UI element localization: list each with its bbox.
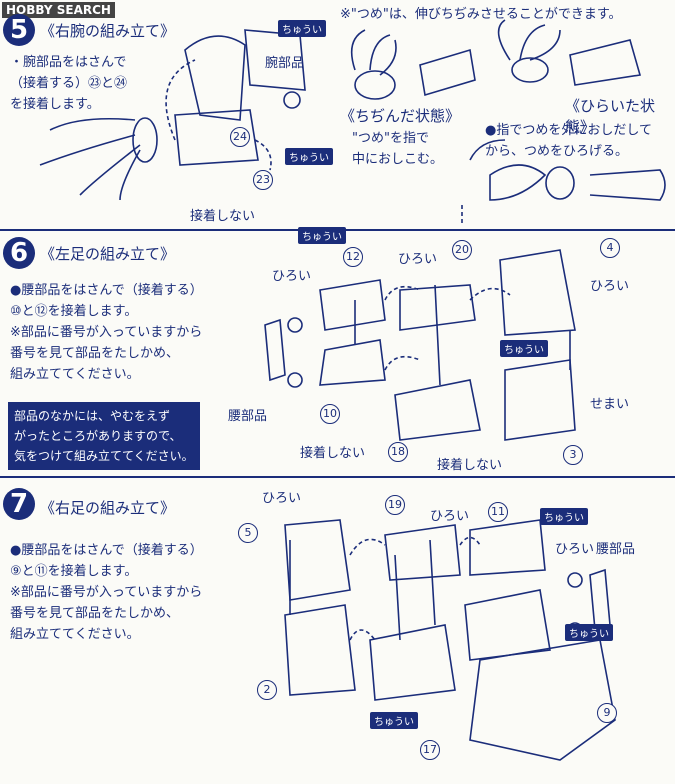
part-number-12: 12: [343, 247, 363, 267]
step6-instruction-line: ⑩と⑫を接着します。: [10, 304, 138, 319]
caution-tag: ちゅうい: [370, 712, 418, 729]
caution-line: がったところがありますので、: [14, 429, 182, 443]
caution-tag: ちゅうい: [500, 340, 548, 357]
step5-title: 《右腕の組み立て》: [40, 22, 176, 40]
wide-label: ひろい: [262, 491, 302, 506]
step6-title: 《左足の組み立て》: [40, 245, 176, 263]
step7-instructions: ●腰部品をはさんで（接着する） ⑨と⑪を接着します。 ※部品に番号が入っています…: [10, 540, 203, 645]
step6-instruction-line: ●腰部品をはさんで（接着する）: [10, 283, 203, 298]
step7-number: 7: [3, 488, 35, 520]
part-number-17: 17: [420, 740, 440, 760]
narrow-label: せまい: [590, 397, 630, 412]
caution-tag: ちゅうい: [565, 624, 613, 641]
step5-instruction-line: を接着します。: [10, 97, 100, 112]
watermark-badge: HOBBY SEARCH: [2, 2, 115, 18]
step5-instruction-line: ・腕部品をはさんで: [10, 55, 127, 70]
open-line: ●指でつめを外におしだして: [485, 123, 652, 138]
caution-line: 気をつけて組み立ててください。: [14, 449, 194, 463]
shrunk-line: "つめ"を指で: [352, 131, 429, 146]
step5-number: 5: [3, 14, 35, 46]
part-number-3: 3: [563, 445, 583, 465]
step6-instruction-line: ※部品に番号が入っていますから: [10, 325, 203, 340]
part-number-11: 11: [488, 502, 508, 522]
wide-label: ひろい: [555, 542, 595, 557]
shrunk-line: 中におしこむ。: [352, 152, 444, 167]
part-number-5: 5: [238, 523, 258, 543]
arm-part-label: 腕部品: [265, 56, 305, 71]
caution-line: 部品のなかには、やむをえず: [14, 409, 171, 423]
no-glue-label: 接着しない: [300, 446, 366, 461]
part-number-2: 2: [257, 680, 277, 700]
watermark-text: HOBBY SEARCH: [6, 3, 111, 17]
part-number-23: 23: [253, 170, 273, 190]
open-line: から、つめをひろげる。: [485, 144, 629, 159]
step5-shrunk-title: 《ちぢんだ状態》: [340, 107, 461, 125]
wide-label: ひろい: [272, 269, 312, 284]
caution-tag: ちゅうい: [285, 148, 333, 165]
step7-instruction-line: ⑨と⑪を接着します。: [10, 564, 138, 579]
no-glue-label: 接着しない: [190, 209, 256, 224]
step5-shrunk-text: "つめ"を指で 中におしこむ。: [352, 128, 443, 170]
step7-instruction-line: ※部品に番号が入っていますから: [10, 585, 203, 600]
step5-instructions: ・腕部品をはさんで （接着する）㉓と㉔ を接着します。: [10, 52, 127, 115]
step6-instruction-line: 組み立ててください。: [10, 367, 140, 382]
step7-title: 《右足の組み立て》: [40, 499, 176, 517]
step6-number: 6: [3, 237, 35, 269]
part-number-20: 20: [452, 240, 472, 260]
wide-label: ひろい: [398, 252, 438, 267]
step6-caution-box: 部品のなかには、やむをえず がったところがありますので、 気をつけて組み立ててく…: [8, 402, 200, 470]
step5-note: ※"つめ"は、伸びちぢみさせることができます。: [340, 7, 622, 22]
step5-open-title: 《ひらいた状態》: [565, 97, 656, 136]
part-number-24: 24: [230, 127, 250, 147]
step6-instructions: ●腰部品をはさんで（接着する） ⑩と⑫を接着します。 ※部品に番号が入っています…: [10, 280, 203, 385]
part-number-18: 18: [388, 442, 408, 462]
part-number-10: 10: [320, 404, 340, 424]
hip-part-label: 腰部品: [596, 542, 636, 557]
caution-tag: ちゅうい: [298, 227, 346, 244]
step6-instruction-line: 番号を見て部品をたしかめ、: [10, 346, 180, 361]
caution-tag: ちゅうい: [278, 20, 326, 37]
hip-part-label: 腰部品: [228, 409, 268, 424]
section-divider: [0, 476, 675, 478]
step7-instruction-line: 組み立ててください。: [10, 627, 140, 642]
step7-instruction-line: 番号を見て部品をたしかめ、: [10, 606, 180, 621]
wide-label: ひろい: [430, 509, 470, 524]
wide-label: ひろい: [590, 279, 630, 294]
step5-open-text: ●指でつめを外におしだして から、つめをひろげる。: [485, 120, 652, 162]
step5-instruction-line: （接着する）㉓と㉔: [10, 76, 128, 91]
part-number-9: 9: [597, 703, 617, 723]
part-number-4: 4: [600, 238, 620, 258]
no-glue-label: 接着しない: [437, 458, 503, 473]
step7-instruction-line: ●腰部品をはさんで（接着する）: [10, 543, 203, 558]
part-number-19: 19: [385, 495, 405, 515]
caution-tag: ちゅうい: [540, 508, 588, 525]
